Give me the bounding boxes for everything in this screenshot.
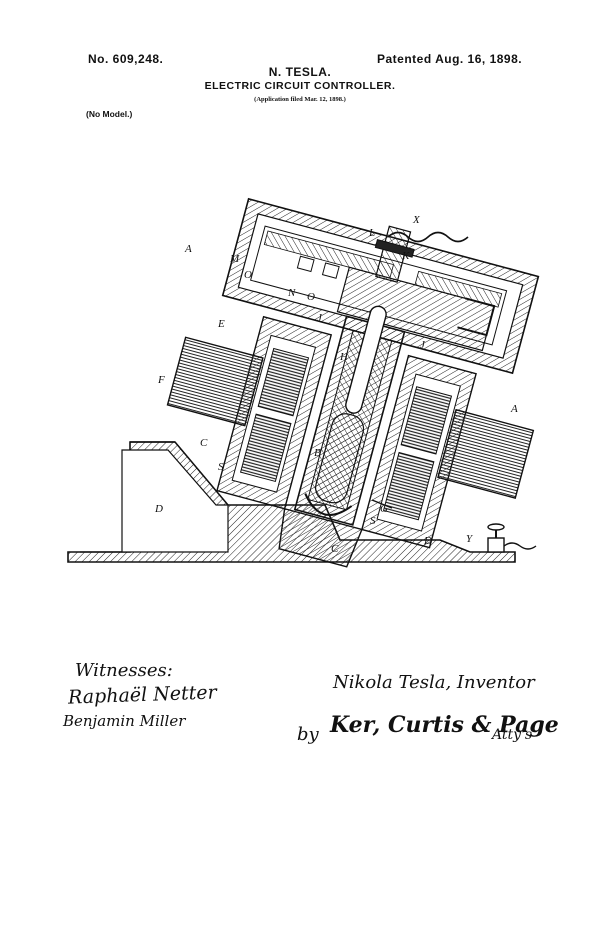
terminal-y — [487, 523, 537, 553]
label-o2: O — [307, 291, 315, 303]
label-n: N — [287, 287, 296, 299]
label-k: K — [401, 250, 410, 262]
label-a1: A — [184, 243, 192, 255]
patent-title: ELECTRIC CIRCUIT CONTROLLER. — [204, 80, 396, 92]
inventor-signature: Nikola Tesla, Inventor — [333, 672, 535, 693]
label-b: B — [314, 447, 321, 459]
label-s1: S — [218, 461, 224, 473]
patent-number: No. 609,248. — [88, 52, 164, 66]
label-m: M — [229, 253, 240, 265]
attys-label: Atty's — [492, 727, 533, 743]
label-c1: C — [200, 437, 208, 449]
label-x: X — [412, 214, 421, 226]
label-f: F — [157, 374, 165, 386]
support-c — [278, 507, 363, 568]
label-e: E — [217, 318, 225, 330]
patent-date: Patented Aug. 16, 1898. — [377, 52, 523, 66]
witness-signature-2: Benjamin Miller — [63, 712, 186, 730]
terminal-g — [371, 499, 393, 509]
casing-a — [221, 197, 540, 375]
label-j2: J — [420, 339, 426, 351]
label-h: H — [339, 351, 349, 363]
application-date: (Application filed Mar. 12, 1898.) — [254, 96, 346, 103]
label-c2: C — [331, 543, 339, 555]
label-a2: A — [510, 403, 518, 415]
by-label: by — [297, 724, 319, 745]
label-l: L — [368, 227, 375, 239]
label-d1: D — [154, 503, 163, 515]
reference-letters: X L K M O N O A A J J H E F C C S S B D … — [154, 214, 518, 555]
laminated-cores — [166, 336, 535, 499]
label-s2: S — [370, 515, 376, 527]
label-g: G — [380, 503, 388, 515]
tilted-assembly — [166, 197, 540, 568]
label-o1: O — [244, 269, 252, 281]
label-d2: D — [423, 535, 432, 547]
patent-drawing: X L K M O N O A A J J H E F C C S S B D … — [67, 197, 540, 568]
central-shaft — [293, 305, 406, 526]
magnet-coils — [239, 347, 453, 521]
witnesses-label: Witnesses: — [75, 660, 173, 681]
label-j1: J — [317, 312, 323, 324]
wire-x — [387, 231, 469, 243]
inventor-name: N. TESLA. — [268, 65, 332, 79]
witness-signature-1: Raphaël Netter — [67, 681, 217, 709]
model-note: (No Model.) — [86, 109, 133, 119]
attorney-signature: Ker, Curtis & Page — [330, 712, 559, 738]
label-y: Y — [466, 533, 474, 545]
